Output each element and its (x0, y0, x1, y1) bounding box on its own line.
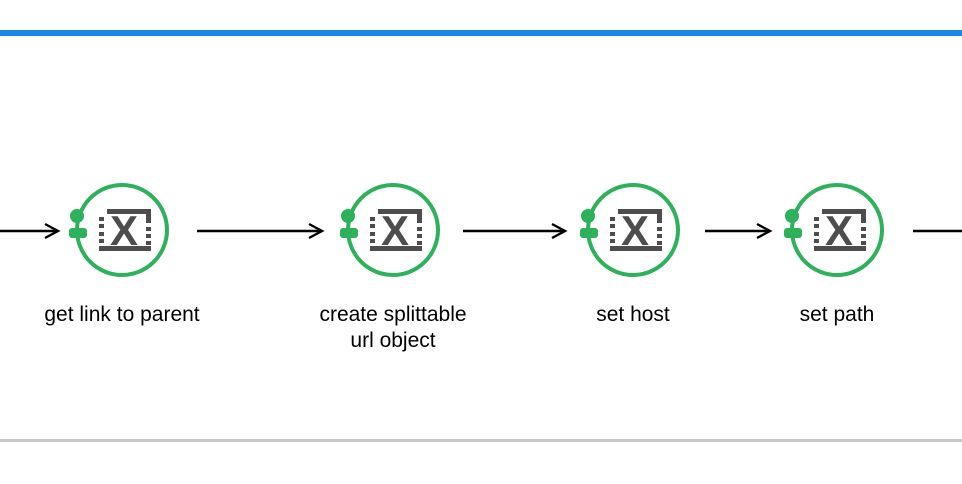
node-label: set path (799, 303, 875, 326)
hop-arrow[interactable] (705, 222, 773, 240)
x-value-icon: X (370, 209, 422, 251)
node-input-dot (341, 209, 355, 223)
svg-text:X: X (381, 209, 409, 251)
hop-arrow[interactable] (463, 222, 568, 240)
x-value-icon: X (99, 209, 151, 251)
top-accent-bar (0, 30, 962, 36)
node-label: set host (596, 303, 670, 326)
node-input-dash (580, 228, 598, 238)
bottom-divider (0, 439, 962, 442)
node-input-dash (340, 228, 358, 238)
x-value-icon: X (814, 209, 866, 251)
pipeline-node-set-path[interactable]: X (784, 183, 884, 277)
node-label: create splittable url object (319, 303, 467, 352)
node-input-dot (785, 209, 799, 223)
node-input-dot (70, 209, 84, 223)
node-label: get link to parent (44, 303, 200, 326)
node-input-dash (69, 228, 87, 238)
node-input-dot (581, 209, 595, 223)
svg-text:X: X (621, 209, 649, 251)
svg-text:X: X (110, 209, 138, 251)
pipeline-node-set-host[interactable]: X (580, 183, 680, 277)
hop-arrow[interactable] (197, 222, 325, 240)
node-input-dash (784, 228, 802, 238)
pipeline-node-create-splittable-url-object[interactable]: X (340, 183, 440, 277)
hop-arrow[interactable] (0, 222, 61, 240)
pipeline-node-get-link-to-parent[interactable]: X (69, 183, 169, 277)
x-value-icon: X (610, 209, 662, 251)
svg-text:X: X (825, 209, 853, 251)
